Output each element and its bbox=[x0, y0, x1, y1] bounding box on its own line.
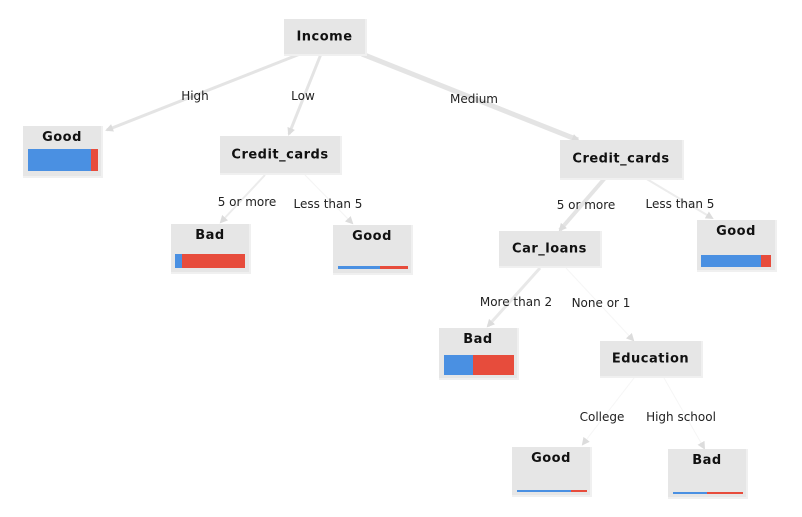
leaf-car-more-than-2-bar-bad bbox=[473, 355, 514, 375]
leaf-education-college[interactable]: Good bbox=[512, 447, 592, 497]
leaf-low-5-or-more[interactable]: Bad bbox=[171, 224, 251, 274]
edge-label-high: High bbox=[181, 89, 209, 103]
edge-edu-college bbox=[581, 377, 635, 446]
node-car-loans-label: Car_loans bbox=[512, 241, 587, 256]
leaf-income-high-distribution-bar bbox=[28, 149, 98, 171]
leaf-low-less-than-5[interactable]: Good bbox=[333, 225, 413, 275]
node-income[interactable]: Income bbox=[284, 19, 367, 56]
leaf-medium-less-than-5[interactable]: Good bbox=[697, 220, 777, 272]
leaf-education-college-label: Good bbox=[531, 451, 571, 466]
leaf-low-less-than-5-bar-bad bbox=[380, 266, 408, 269]
leaf-low-less-than-5-label: Good bbox=[352, 229, 392, 244]
leaf-medium-less-than-5-bar-good bbox=[701, 255, 761, 267]
leaf-low-less-than-5-bar-good bbox=[338, 266, 380, 269]
edge-label-education-high-school: High school bbox=[646, 410, 716, 424]
leaf-low-5-or-more-bar-good bbox=[175, 254, 182, 268]
leaf-car-more-than-2-bar-good bbox=[444, 355, 474, 375]
leaf-income-high-bar-bad bbox=[91, 149, 98, 171]
leaf-education-high-school-label: Bad bbox=[692, 453, 722, 468]
edge-income-low bbox=[287, 53, 323, 136]
edge-credit-medium-5more bbox=[558, 176, 607, 232]
edge-credit-low-less5 bbox=[304, 174, 354, 225]
leaf-education-high-school-distribution-bar bbox=[673, 492, 743, 494]
edge-label-credit-low-less-than-5: Less than 5 bbox=[293, 197, 363, 211]
leaf-medium-less-than-5-bar-bad bbox=[760, 255, 771, 267]
leaf-income-high-label: Good bbox=[42, 130, 82, 145]
edge-label-education-college: College bbox=[579, 410, 625, 424]
edge-credit-medium-less5 bbox=[644, 177, 714, 220]
leaf-low-5-or-more-bar-bad bbox=[182, 254, 245, 268]
node-education[interactable]: Education bbox=[600, 341, 703, 378]
edge-edu-highschool bbox=[663, 377, 705, 450]
node-credit-cards-low-label: Credit_cards bbox=[231, 147, 329, 162]
edge-label-car-none-or-1: None or 1 bbox=[571, 296, 631, 310]
leaf-education-high-school[interactable]: Bad bbox=[668, 449, 748, 499]
leaf-education-college-bar-bad bbox=[570, 490, 587, 492]
node-education-label: Education bbox=[611, 351, 690, 366]
leaf-medium-less-than-5-distribution-bar bbox=[701, 255, 771, 267]
edge-label-medium: Medium bbox=[450, 92, 498, 106]
edge-income-high bbox=[105, 52, 301, 132]
edge-label-car-more-than-2: More than 2 bbox=[479, 295, 553, 309]
node-credit-cards-low[interactable]: Credit_cards bbox=[220, 136, 342, 175]
leaf-car-more-than-2[interactable]: Bad bbox=[439, 328, 519, 380]
edge-income-medium bbox=[361, 51, 580, 143]
node-car-loans[interactable]: Car_loans bbox=[499, 231, 602, 268]
edge-label-credit-medium-5-or-more: 5 or more bbox=[556, 198, 616, 212]
edge-label-credit-medium-less-than-5: Less than 5 bbox=[645, 197, 715, 211]
leaf-education-college-bar-good bbox=[517, 490, 571, 492]
leaf-car-more-than-2-distribution-bar bbox=[444, 355, 514, 375]
leaf-education-high-school-bar-bad bbox=[706, 492, 743, 494]
leaf-low-5-or-more-distribution-bar bbox=[175, 254, 245, 268]
edge-credit-low-5more bbox=[219, 174, 266, 224]
leaf-income-high-bar-good bbox=[28, 149, 91, 171]
leaf-education-high-school-bar-good bbox=[673, 492, 707, 494]
leaf-low-less-than-5-distribution-bar bbox=[338, 266, 408, 269]
leaf-low-5-or-more-label: Bad bbox=[195, 228, 225, 243]
node-income-label: Income bbox=[296, 29, 353, 44]
leaf-education-college-distribution-bar bbox=[517, 490, 587, 492]
leaf-income-high[interactable]: Good bbox=[23, 126, 103, 178]
edge-car-none1 bbox=[565, 267, 635, 342]
leaf-car-more-than-2-label: Bad bbox=[463, 332, 493, 347]
edge-car-more2 bbox=[486, 266, 542, 328]
node-credit-cards-medium[interactable]: Credit_cards bbox=[560, 140, 684, 180]
leaf-medium-less-than-5-label: Good bbox=[716, 224, 756, 239]
node-credit-cards-medium-label: Credit_cards bbox=[572, 151, 670, 167]
edge-label-credit-low-5-or-more: 5 or more bbox=[217, 195, 277, 209]
edge-label-low: Low bbox=[291, 89, 315, 103]
